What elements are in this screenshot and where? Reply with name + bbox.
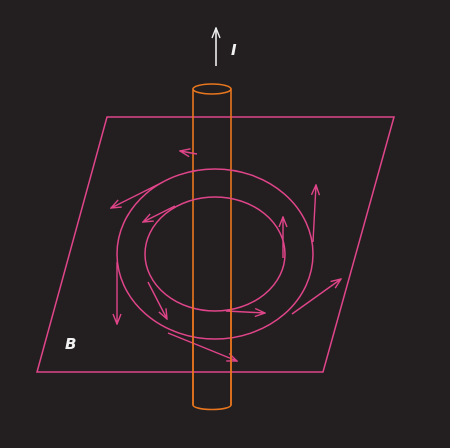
field-vector — [111, 181, 164, 208]
field-vector — [180, 151, 198, 154]
field-plane — [36, 116, 395, 373]
field-vector — [291, 279, 341, 315]
field-vector — [225, 311, 265, 313]
field-vector — [147, 281, 167, 319]
wire-top-cap — [192, 83, 232, 95]
field-line-outer — [116, 168, 314, 340]
field-vectors — [111, 151, 341, 361]
field-vector — [143, 205, 176, 222]
field-line-inner — [144, 196, 286, 312]
wire-back — [192, 89, 232, 411]
current-label: I — [231, 41, 237, 59]
field-label: B — [65, 335, 76, 353]
field-vector — [313, 185, 316, 243]
field-vector — [167, 332, 237, 361]
wire-front — [192, 300, 232, 405]
